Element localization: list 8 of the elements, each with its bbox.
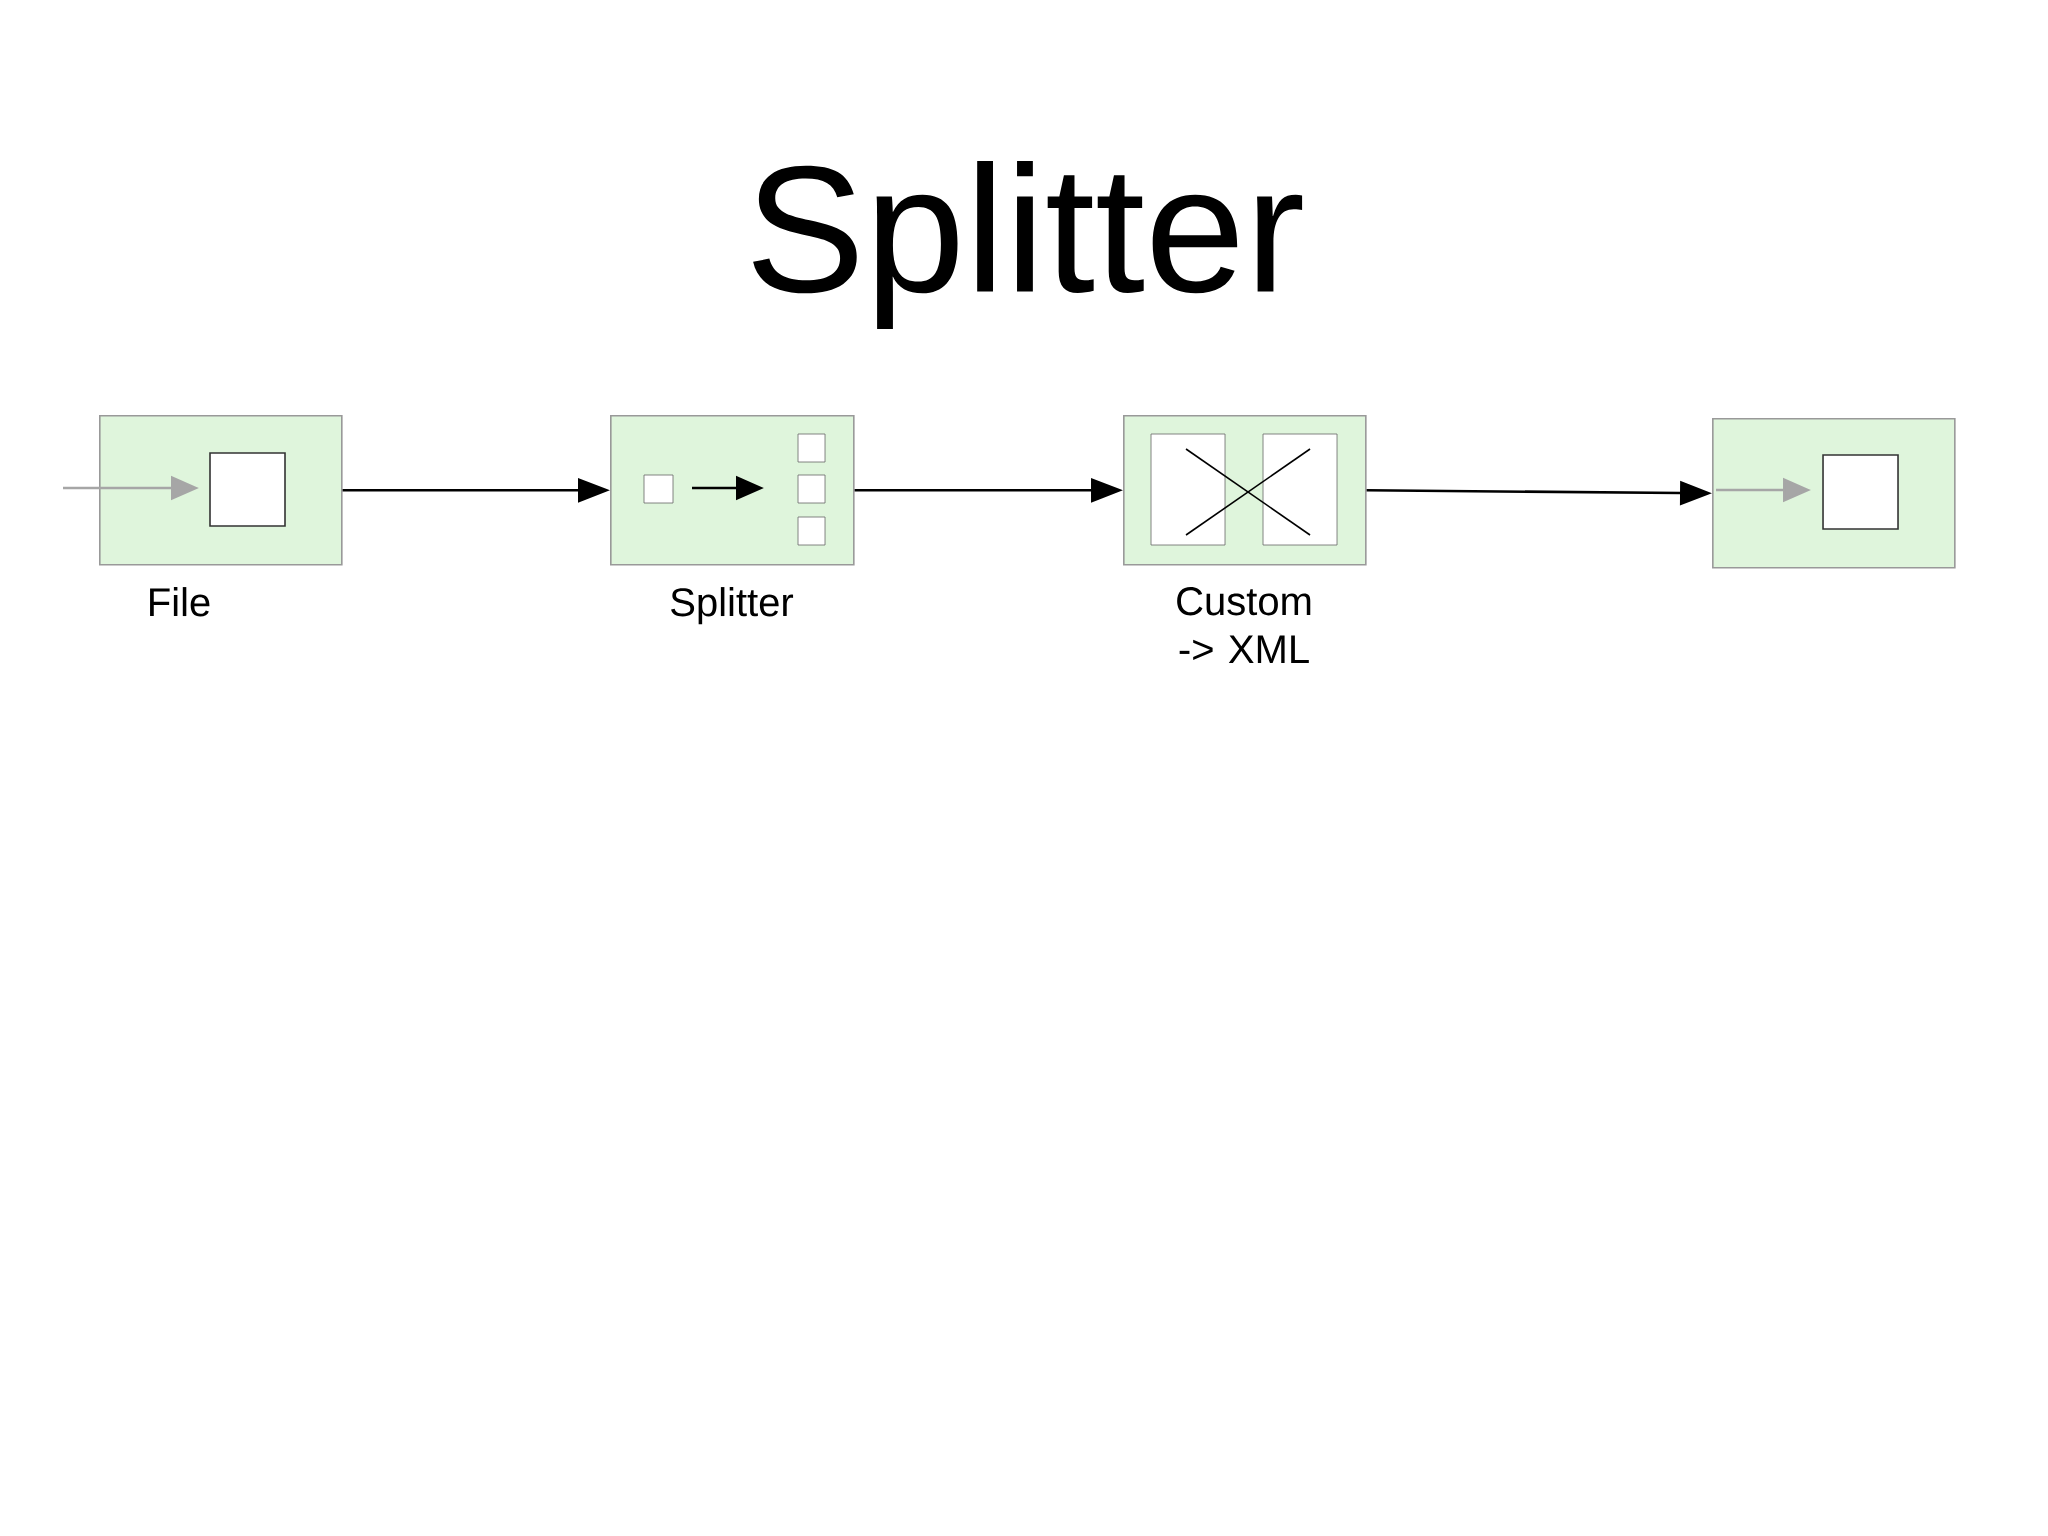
component-box: Custom -> XML [1123,415,1367,663]
node-label: Splitter [671,587,794,625]
component-box: Splitter [610,415,855,625]
component-box: File [63,415,343,617]
title: Splitter [753,161,1303,329]
component-box [1712,418,1956,569]
node-label: File [150,587,210,617]
node-label: Custom -> XML [1177,587,1311,663]
